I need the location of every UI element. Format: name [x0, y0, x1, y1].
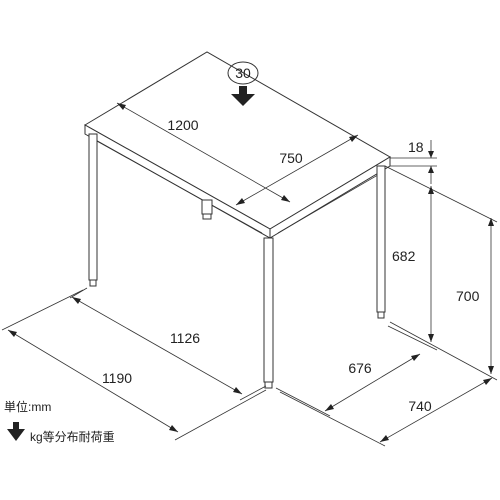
ext-1190-right	[174, 389, 267, 441]
ext-top-diagonal	[384, 165, 498, 223]
dim-leg-span-width-label: 1126	[170, 330, 200, 346]
dim-height-label: 700	[456, 288, 480, 304]
dim-foot-width-label: 1190	[102, 370, 132, 386]
dim-leg-span-depth: 676	[324, 353, 421, 412]
ext-1190-left	[1, 289, 84, 331]
dim-depth: 750	[235, 134, 359, 206]
load-circle	[227, 61, 259, 85]
legend-load-arrow-icon	[7, 422, 25, 441]
apron-front	[94, 139, 263, 234]
ext-740-left	[279, 391, 386, 447]
leg-front-left	[88, 133, 98, 287]
ext-floor-diagonal	[389, 321, 498, 381]
dim-height: 700	[456, 218, 494, 374]
apron-side	[277, 171, 384, 234]
dim-width: 1200	[116, 102, 291, 203]
dim-leg-span-depth-label: 676	[348, 360, 372, 376]
dim-leg-span-width: 1126	[71, 296, 243, 395]
dim-foot-depth-label: 740	[408, 398, 432, 414]
dim-foot-depth: 740	[379, 377, 493, 443]
load-indicator: 30	[227, 61, 259, 106]
ext-1126-left	[69, 287, 88, 299]
dim-depth-label: 750	[279, 150, 303, 166]
load-value: 30	[235, 65, 251, 81]
unit-label: 単位:mm	[4, 400, 52, 414]
leg-front-right	[263, 237, 274, 389]
ext-floor-short	[387, 325, 438, 351]
dim-top-thickness-label: 18	[408, 139, 424, 155]
dim-width-label: 1200	[167, 117, 198, 133]
leg-back-left	[201, 199, 213, 220]
load-legend-label: kg等分布耐荷重	[30, 430, 115, 444]
load-arrow-head	[231, 94, 255, 106]
ext-1126-right	[239, 385, 267, 401]
leg-back-right	[376, 165, 386, 319]
dim-foot-width: 1190	[7, 329, 179, 433]
ext-676-left	[275, 387, 331, 417]
load-arrow-shaft	[239, 86, 247, 94]
dim-top-thickness: 18	[408, 139, 434, 184]
dim-leg-clearance: 682	[392, 186, 434, 342]
dim-leg-clearance-label: 682	[392, 248, 416, 264]
